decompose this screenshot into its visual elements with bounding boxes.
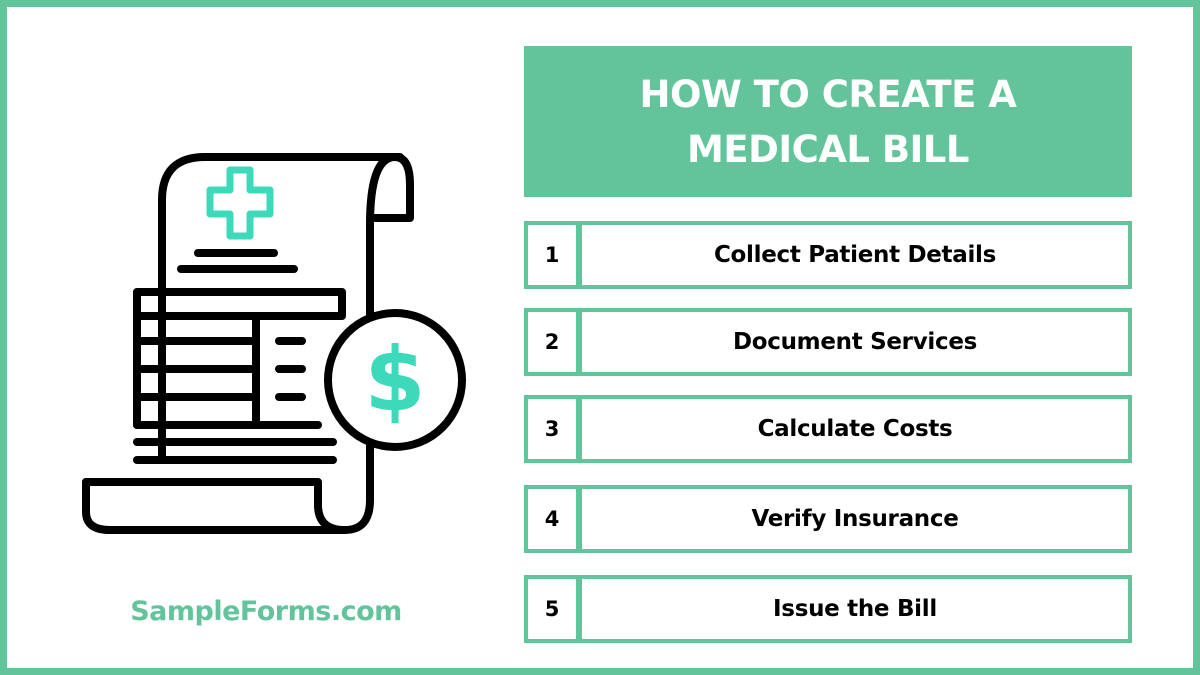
medical-bill-scroll-icon: $ [82,153,466,534]
step-number: 4 [524,485,580,553]
step-item-4: 4 Verify Insurance [524,485,1132,553]
page-title: HOW TO CREATE A MEDICAL BILL [639,72,1017,171]
brand-watermark: SampleForms.com [130,596,402,627]
step-number: 2 [524,308,580,376]
step-item-3: 3 Calculate Costs [524,395,1132,463]
step-label: Calculate Costs [578,395,1132,463]
step-number: 1 [524,221,580,289]
medical-bill-illustration: $ [0,0,520,675]
title-banner: HOW TO CREATE A MEDICAL BILL [524,46,1132,197]
medical-cross-icon [206,166,274,240]
step-item-2: 2 Document Services [524,308,1132,376]
step-label: Issue the Bill [578,575,1132,643]
step-label: Collect Patient Details [578,221,1132,289]
step-item-1: 1 Collect Patient Details [524,221,1132,289]
step-item-5: 5 Issue the Bill [524,575,1132,643]
dollar-coin-icon: $ [324,309,466,451]
step-number: 3 [524,395,580,463]
step-number: 5 [524,575,580,643]
step-label: Document Services [578,308,1132,376]
svg-text:$: $ [364,328,425,431]
step-label: Verify Insurance [578,485,1132,553]
